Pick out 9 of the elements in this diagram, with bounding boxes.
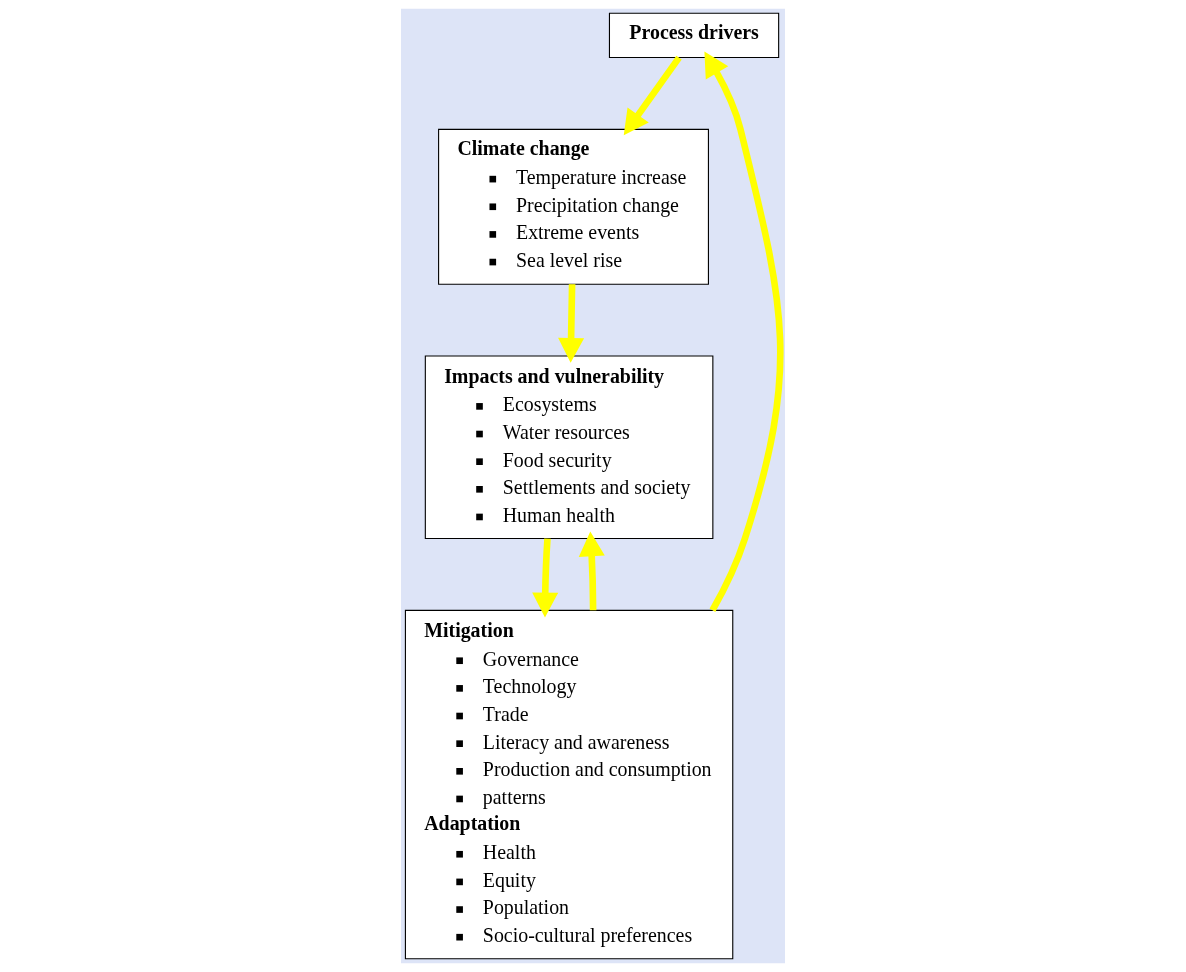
node-box: Process drivers [608,12,780,59]
arrow [532,538,559,618]
node-box: Mitigation Governance Technology Trade Literacy and awareness Production and consumption patterns Adaptation Health Equity Population Socio-cultural preferences [404,609,734,960]
arrow [578,531,605,611]
arrow [623,55,682,136]
arrow [704,51,784,612]
node-box: Climate change Temperature increase Precipitation change Extreme events Sea level rise [438,128,709,285]
node-box: Impacts and vulnerability Ecosystems Water resources Food security Settlements and society Human health [424,355,714,540]
arrow [558,284,585,363]
